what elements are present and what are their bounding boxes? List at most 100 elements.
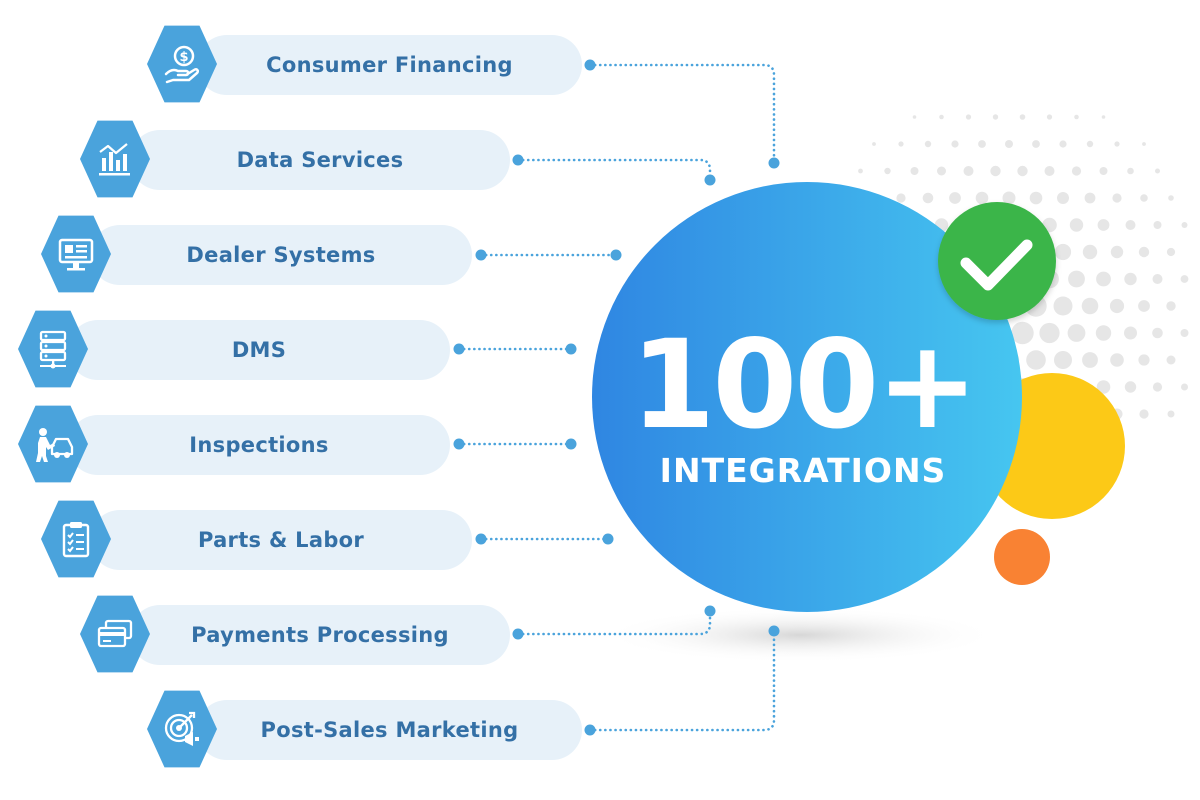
decor-dot [1096,380,1111,394]
decor-dot [858,168,863,174]
decor-dot [1114,141,1120,147]
decor-dot [1084,192,1096,204]
decor-dot [1168,195,1174,201]
decor-dot [1180,275,1189,283]
decor-dot [1138,246,1150,258]
connector-dot [584,59,596,71]
decor-dot [1096,271,1111,287]
target-megaphone-icon [164,711,199,746]
connector-dot [453,438,465,450]
connector-dot [475,533,487,545]
decor-dot [990,165,1001,177]
decor-dot [1074,114,1079,120]
credit-cards-icon [97,619,133,648]
decor-dot [1005,140,1013,148]
decor-dot [1095,325,1112,341]
category-pill: Payments Processing [130,605,510,665]
category-pill: Consumer Financing [197,35,582,95]
decor-dot [1082,352,1098,368]
category-label: Payments Processing [191,623,449,647]
decor-dot [1057,192,1069,204]
decor-dot [912,115,917,119]
category-pill: Data Services [130,130,510,190]
mechanic-car-icon [36,428,74,462]
decor-dot [896,193,906,203]
bar-chart-icon [99,143,130,176]
category-pill: Inspections [68,415,450,475]
connector-dot [512,628,524,640]
decor-dot [1124,381,1137,393]
decor-dot [1046,114,1053,120]
connector-dot [768,625,780,637]
decor-dot [1180,329,1189,337]
decor-dot [1152,382,1163,392]
decor-dot [924,140,932,148]
decor-dot [1110,245,1124,259]
server-icon [39,330,67,369]
connector-line [516,158,712,182]
hub-circle [592,182,1022,612]
connector-line [516,609,712,636]
decor-dot [951,140,959,148]
category-icon-badge: $ [147,25,217,103]
hub-shadow [600,607,1000,663]
decor-dot [1127,167,1134,175]
connector-dot [584,724,596,736]
decor-dot [1138,300,1150,312]
money-hand-icon: $ [164,45,200,84]
decor-dot [1099,167,1108,175]
category-icon-badge [80,595,150,673]
clipboard-checklist-icon [62,522,90,558]
decor-dot [1097,219,1110,231]
svg-text:$: $ [179,50,188,65]
decor-dot [1153,221,1162,229]
category-icon-badge [41,500,111,578]
decor-dot [1181,383,1188,391]
decor-dot [1071,166,1082,176]
category-label: Inspections [189,433,329,457]
category-label: Post-Sales Marketing [260,718,519,742]
decor-dot [1109,298,1125,314]
connector-line [588,629,776,732]
decor-dot [1026,350,1046,370]
decor-dot [872,142,876,146]
connector-dot [475,249,487,261]
decor-dot [1112,193,1122,203]
category-pill: DMS [68,320,450,380]
decor-dot [937,166,946,176]
decor-dot [884,167,891,175]
decor-dot [1139,409,1149,419]
monitor-icon [58,238,94,271]
decor-dot [1110,353,1124,367]
category-label: Parts & Labor [197,528,365,552]
decor-dot [1101,115,1106,119]
category-label: Data Services [236,148,404,172]
decor-dot [978,140,986,148]
decor-dot [975,191,989,205]
decor-dot [1181,222,1188,228]
decor-dot [1011,321,1034,345]
decor-dot [1124,272,1137,286]
connector-dot [704,605,716,617]
decor-dot [1054,351,1072,369]
decor-dot [1054,243,1072,261]
category-pill: Dealer Systems [90,225,472,285]
decor-dot [1039,322,1060,344]
category-icon-badge [147,690,217,768]
hub-number: 100+ [631,314,976,456]
decor-dot [922,192,934,204]
connector-dot [610,249,622,261]
decor-dot [939,114,944,120]
decor-dot [1152,274,1163,284]
decor-dot [1124,326,1137,340]
decor-dot [1166,301,1176,311]
connector-dot [565,343,577,355]
decor-dot [1152,327,1163,339]
decor-dot [910,167,919,175]
category-pill: Post-Sales Marketing [197,700,582,760]
decor-dot [992,114,999,120]
category-label: DMS [231,338,287,362]
category-pill: Parts & Labor [90,510,472,570]
category-label: Consumer Financing [266,53,513,77]
